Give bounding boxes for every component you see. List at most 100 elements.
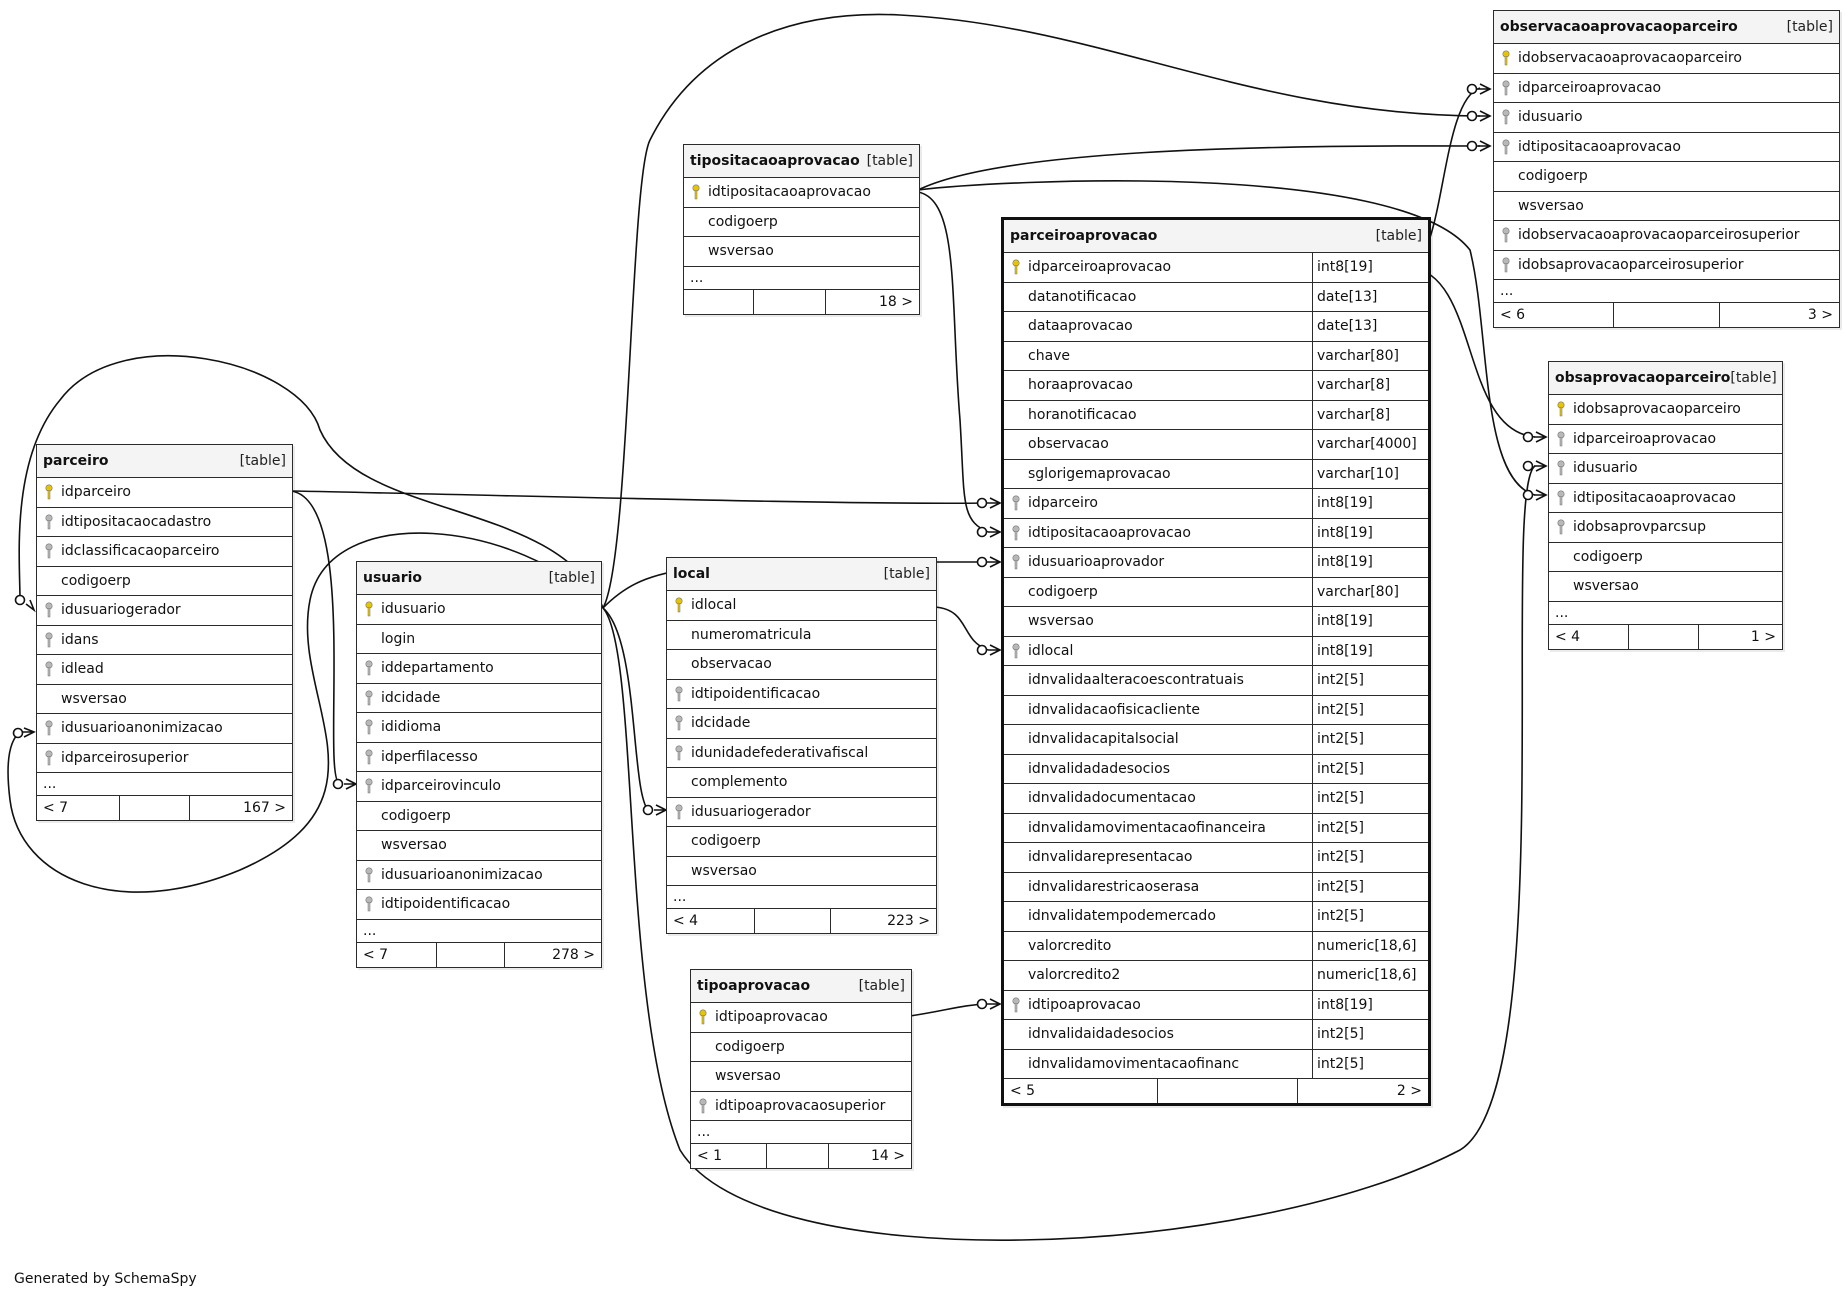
column-row[interactable]: idobservacaoaprovacaoparceiro: [1494, 44, 1839, 74]
children-count[interactable]: 1 >: [1750, 628, 1776, 645]
column-row[interactable]: idtipoaprovacao: [691, 1003, 911, 1033]
table-header[interactable]: tipositacaoaprovacao [table]: [684, 145, 919, 178]
column-row[interactable]: idparceiro int8[19]: [1004, 489, 1428, 519]
table-parceiro[interactable]: parceiro [table] idparceiro idtipositaca…: [36, 444, 293, 821]
children-count[interactable]: 14 >: [871, 1148, 905, 1164]
column-row[interactable]: idnvalidarestricaoserasa int2[5]: [1004, 872, 1428, 902]
column-row[interactable]: idtipositacaoaprovacao: [1494, 133, 1839, 162]
table-header[interactable]: usuario [table]: [357, 562, 601, 595]
column-row[interactable]: idobsaprovacaoparceirosuperior: [1494, 251, 1839, 280]
parents-count[interactable]: < 7: [357, 942, 437, 967]
column-row[interactable]: idnvalidacaofisicacliente int2[5]: [1004, 695, 1428, 725]
table-header[interactable]: obsaprovacaoparceiro [table]: [1549, 362, 1782, 395]
column-row[interactable]: complemento: [667, 768, 936, 798]
column-row[interactable]: codigoerp: [1494, 162, 1839, 192]
column-row[interactable]: valorcredito numeric[18,6]: [1004, 931, 1428, 961]
parents-count[interactable]: < 6: [1494, 303, 1614, 327]
column-row[interactable]: idnvalidadadesocios int2[5]: [1004, 754, 1428, 784]
column-row[interactable]: iddepartamento: [357, 654, 601, 684]
parents-count[interactable]: < 1: [691, 1144, 767, 1168]
more-columns[interactable]: ...: [684, 267, 919, 290]
column-row[interactable]: idnvalidadocumentacao int2[5]: [1004, 784, 1428, 814]
column-row[interactable]: idnvalidatempodemercado int2[5]: [1004, 902, 1428, 932]
table-header[interactable]: parceiro [table]: [37, 445, 292, 478]
table-tipositacaoaprovacao[interactable]: tipositacaoaprovacao [table] idtipositac…: [683, 144, 920, 315]
column-row[interactable]: idtipoidentificacao: [667, 680, 936, 709]
column-row[interactable]: idnvalidarepresentacao int2[5]: [1004, 843, 1428, 873]
table-usuario[interactable]: usuario [table] idusuario login iddepart…: [356, 561, 602, 968]
children-count[interactable]: 3 >: [1807, 307, 1833, 323]
column-row[interactable]: codigoerp: [667, 827, 936, 857]
column-row[interactable]: wsversao int8[19]: [1004, 607, 1428, 637]
more-columns[interactable]: ...: [691, 1121, 911, 1144]
more-columns[interactable]: ...: [1549, 602, 1782, 625]
table-local[interactable]: local [table] idlocal numeromatricula ob…: [666, 557, 937, 934]
column-row[interactable]: dataaprovacao date[13]: [1004, 312, 1428, 342]
column-row[interactable]: idlead: [37, 655, 292, 685]
column-row[interactable]: idnvalidaalteracoescontratuais int2[5]: [1004, 666, 1428, 696]
column-row[interactable]: idusuario: [1494, 103, 1839, 133]
more-columns[interactable]: ...: [667, 886, 936, 909]
column-row[interactable]: codigoerp: [691, 1033, 911, 1062]
column-row[interactable]: valorcredito2 numeric[18,6]: [1004, 961, 1428, 991]
column-row[interactable]: codigoerp: [357, 802, 601, 831]
column-row[interactable]: idusuarioanonimizacao: [357, 861, 601, 890]
column-row[interactable]: idnvalidamovimentacaofinanceira int2[5]: [1004, 813, 1428, 843]
column-row[interactable]: idusuarioaprovador int8[19]: [1004, 548, 1428, 578]
column-row[interactable]: codigoerp: [1549, 543, 1782, 572]
more-columns[interactable]: ...: [1494, 280, 1839, 303]
column-row[interactable]: wsversao: [1549, 572, 1782, 602]
column-row[interactable]: idtipositacaoaprovacao int8[19]: [1004, 518, 1428, 548]
column-row[interactable]: wsversao: [684, 237, 919, 267]
column-row[interactable]: codigoerp varchar[80]: [1004, 577, 1428, 607]
column-row[interactable]: numeromatricula: [667, 621, 936, 650]
parents-count[interactable]: [684, 289, 754, 314]
column-row[interactable]: codigoerp: [684, 208, 919, 237]
column-row[interactable]: idcidade: [357, 684, 601, 713]
more-columns[interactable]: ...: [37, 773, 292, 796]
parents-count[interactable]: < 7: [37, 796, 120, 820]
children-count[interactable]: 2 >: [1396, 1083, 1422, 1099]
children-count[interactable]: 18 >: [879, 293, 913, 310]
table-observacaoaprovacaoparceiro[interactable]: observacaoaprovacaoparceiro [table] idob…: [1493, 10, 1840, 328]
column-row[interactable]: idusuarioanonimizacao: [37, 714, 292, 744]
column-row[interactable]: idunidadefederativafiscal: [667, 739, 936, 768]
column-row[interactable]: horanotificacao varchar[8]: [1004, 400, 1428, 430]
more-columns[interactable]: ...: [357, 920, 601, 943]
column-row[interactable]: idnvalidaidadesocios int2[5]: [1004, 1020, 1428, 1050]
column-row[interactable]: idnvalidacapitalsocial int2[5]: [1004, 725, 1428, 755]
column-row[interactable]: ididioma: [357, 713, 601, 743]
column-row[interactable]: idtipositacaoaprovacao: [1549, 484, 1782, 513]
column-row[interactable]: observacao: [667, 650, 936, 680]
column-row[interactable]: idparceiro: [37, 478, 292, 508]
parents-count[interactable]: < 5: [1004, 1079, 1158, 1103]
column-row[interactable]: datanotificacao date[13]: [1004, 282, 1428, 312]
column-row[interactable]: idusuariogerador: [37, 596, 292, 626]
column-row[interactable]: wsversao: [37, 685, 292, 714]
table-parceiroaprovacao[interactable]: parceiroaprovacao [table] idparceiroapro…: [1001, 217, 1431, 1106]
column-row[interactable]: idclassificacaoparceiro: [37, 537, 292, 567]
column-row[interactable]: codigoerp: [37, 567, 292, 596]
table-header[interactable]: parceiroaprovacao [table]: [1004, 220, 1428, 253]
column-row[interactable]: wsversao: [691, 1062, 911, 1092]
children-count[interactable]: 278 >: [552, 946, 595, 963]
table-header[interactable]: local [table]: [667, 558, 936, 591]
table-header[interactable]: tipoaprovacao [table]: [691, 970, 911, 1003]
column-row[interactable]: idparceiroaprovacao: [1549, 425, 1782, 454]
column-row[interactable]: idtipositacaocadastro: [37, 508, 292, 537]
parents-count[interactable]: < 4: [1549, 624, 1629, 649]
column-row[interactable]: idtipositacaoaprovacao: [684, 178, 919, 208]
column-row[interactable]: idnvalidamovimentacaofinanc int2[5]: [1004, 1049, 1428, 1079]
column-row[interactable]: chave varchar[80]: [1004, 341, 1428, 371]
column-row[interactable]: idobsaprovparcsup: [1549, 513, 1782, 543]
column-row[interactable]: idcidade: [667, 709, 936, 739]
column-row[interactable]: idperfilacesso: [357, 743, 601, 772]
column-row[interactable]: idusuario: [357, 595, 601, 625]
column-row[interactable]: idusuariogerador: [667, 798, 936, 827]
column-row[interactable]: idtipoaprovacaosuperior: [691, 1092, 911, 1121]
column-row[interactable]: idparceirovinculo: [357, 772, 601, 802]
column-row[interactable]: wsversao: [357, 831, 601, 861]
column-row[interactable]: idobsaprovacaoparceiro: [1549, 395, 1782, 425]
column-row[interactable]: horaaprovacao varchar[8]: [1004, 371, 1428, 401]
column-row[interactable]: idtipoidentificacao: [357, 890, 601, 920]
